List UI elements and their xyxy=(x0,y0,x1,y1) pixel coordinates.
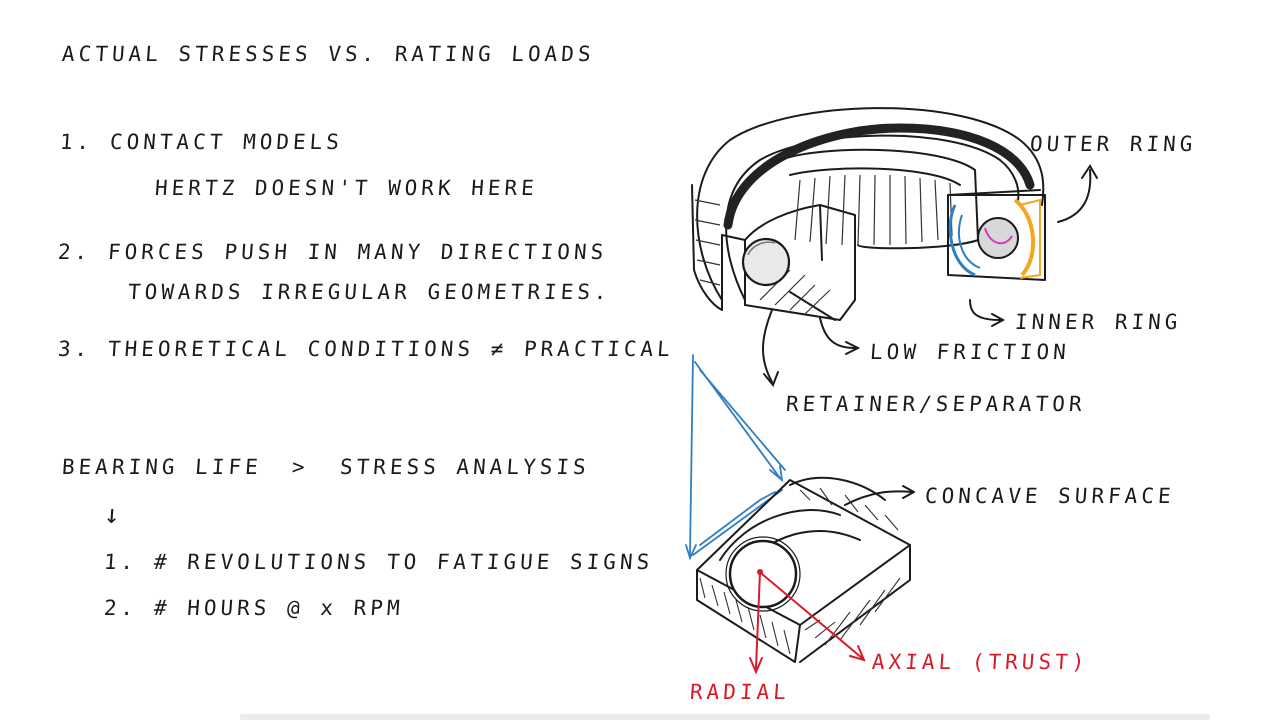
bottom-strip xyxy=(240,714,1210,720)
bearing-ball-right xyxy=(977,217,1019,259)
bearing-ball-left xyxy=(741,237,791,287)
